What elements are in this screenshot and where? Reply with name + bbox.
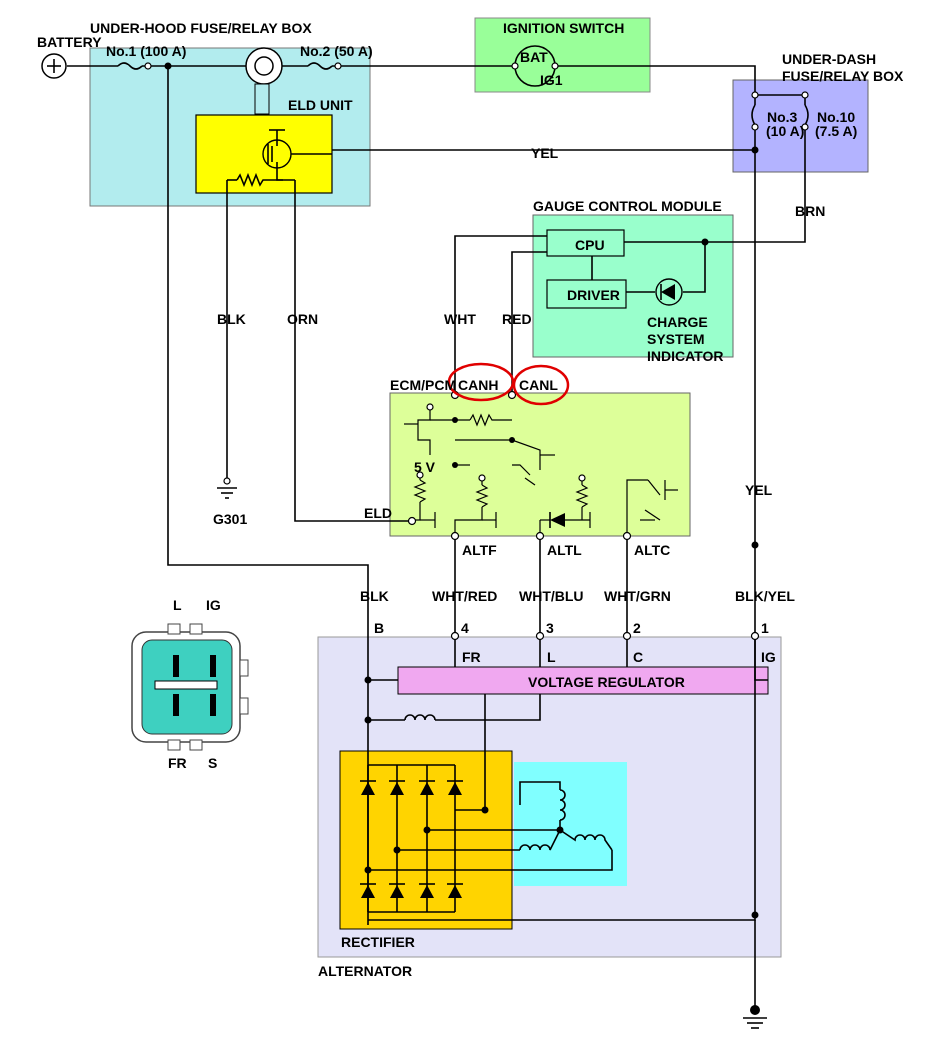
rectifier-diodes: [360, 764, 463, 913]
no3-rating-label: (10 A): [766, 123, 804, 139]
bat-label: BAT: [520, 49, 548, 65]
c-label: C: [633, 649, 643, 665]
canl-highlight: [512, 364, 570, 406]
canh-label: CANH: [458, 377, 498, 393]
splice-dots: [164, 62, 759, 919]
driver-box: [546, 279, 627, 309]
ground-icon: [217, 477, 237, 499]
altf-label: ALTF: [462, 542, 497, 558]
altc-label: ALTC: [634, 542, 670, 558]
yel-right-label: YEL: [745, 482, 773, 498]
no10-rating-label: (7.5 A): [815, 123, 857, 139]
rectifier-box: [339, 750, 513, 930]
pin-3-label: 3: [546, 620, 554, 636]
charge-indicator-icon: [655, 278, 683, 306]
brn-label: BRN: [795, 203, 825, 219]
ignition-switch-label: IGNITION SWITCH: [503, 20, 624, 36]
blk-yel-label: BLK/YEL: [735, 588, 795, 604]
wht-label: WHT: [444, 311, 476, 327]
canl-label: CANL: [519, 377, 558, 393]
canh-highlight: [447, 362, 515, 402]
terminals: [144, 62, 809, 641]
battery-label: BATTERY: [37, 34, 102, 50]
blk-lower-label: BLK: [360, 588, 389, 604]
eld-sensor-icon: [245, 47, 283, 115]
ig1-label: IG1: [540, 72, 563, 88]
eld-transistor-icon: [227, 129, 332, 188]
connector-fr-label: FR: [168, 755, 187, 771]
charge-label-2: SYSTEM: [647, 331, 705, 347]
pin-b-label: B: [374, 620, 384, 636]
pin-2-label: 2: [633, 620, 641, 636]
ignition-switch-icon: [511, 45, 559, 87]
gauge-module-label: GAUGE CONTROL MODULE: [533, 198, 722, 214]
connector-l-label: L: [173, 597, 182, 613]
ignition-switch-box: [474, 17, 651, 93]
cpu-box: [546, 229, 625, 257]
fuse1-label: No.1 (100 A): [106, 43, 186, 59]
battery-icon: [41, 53, 67, 79]
wht-grn-label: WHT/GRN: [604, 588, 671, 604]
pin-4-label: 4: [461, 620, 469, 636]
rectifier-label: RECTIFIER: [341, 934, 415, 950]
fuse2-label: No.2 (50 A): [300, 43, 373, 59]
stator-box: [514, 762, 627, 886]
orn-label: ORN: [287, 311, 318, 327]
no3-label: No.3: [767, 109, 798, 125]
underdash-label-1: UNDER-DASH: [782, 51, 876, 67]
blk-label: BLK: [217, 311, 246, 327]
underdash-label-2: FUSE/RELAY BOX: [782, 68, 904, 84]
connector-ig-label: IG: [206, 597, 221, 613]
red-label: RED: [502, 311, 532, 327]
g301-label: G301: [213, 511, 247, 527]
driver-label: DRIVER: [567, 287, 620, 303]
underhood-box-label: UNDER-HOOD FUSE/RELAY BOX: [90, 20, 312, 36]
eld-label: ELD: [364, 505, 392, 521]
charge-label-3: INDICATOR: [647, 348, 723, 364]
voltage-regulator-label: VOLTAGE REGULATOR: [528, 674, 685, 690]
pin-1-label: 1: [761, 620, 769, 636]
charge-label-1: CHARGE: [647, 314, 708, 330]
fr-label: FR: [462, 649, 481, 665]
alternator-label: ALTERNATOR: [318, 963, 412, 979]
eld-unit-label: ELD UNIT: [288, 97, 353, 113]
no10-label: No.10: [817, 109, 855, 125]
ig-label: IG: [761, 649, 776, 665]
five-v-label: 5 V: [414, 459, 436, 475]
ecm-label: ECM/PCM: [390, 377, 456, 393]
connector-s-label: S: [208, 755, 217, 771]
wht-red-label: WHT/RED: [432, 588, 497, 604]
stator-windings: [368, 781, 613, 871]
cpu-label: CPU: [575, 237, 605, 253]
l-label: L: [547, 649, 556, 665]
wht-blu-label: WHT/BLU: [519, 588, 584, 604]
altl-label: ALTL: [547, 542, 582, 558]
alternator-connector-icon: [131, 623, 249, 751]
alternator-ground-icon: [743, 1005, 767, 1029]
yel-top-label: YEL: [531, 145, 559, 161]
